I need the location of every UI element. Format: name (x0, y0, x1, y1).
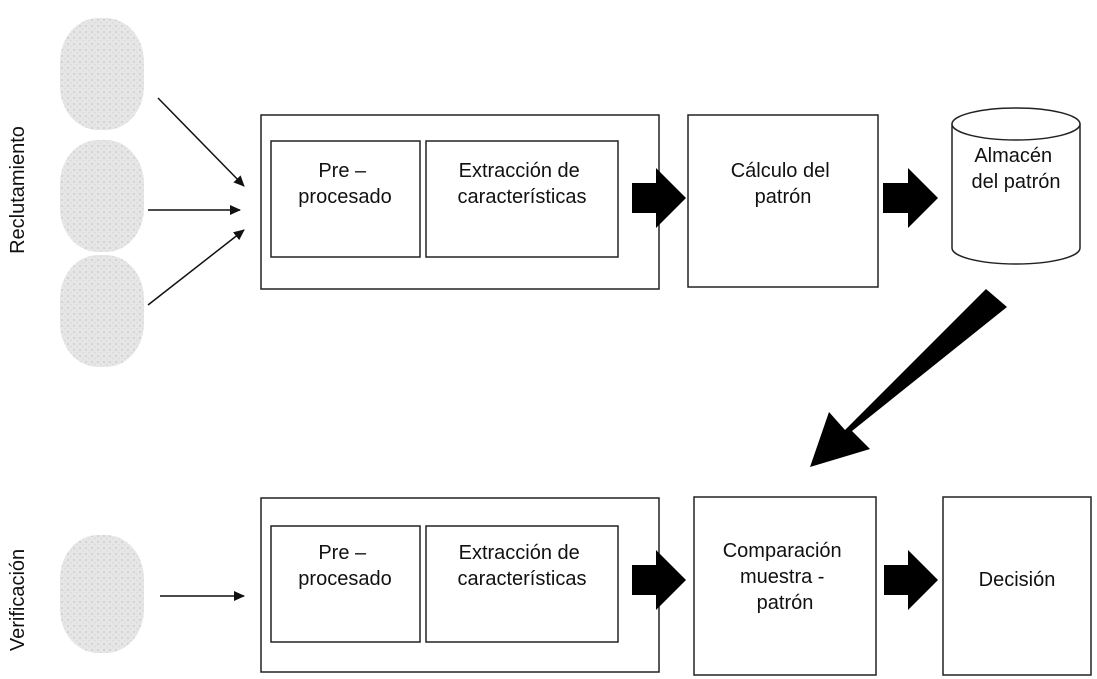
pattern-store-cylinder (951, 107, 1081, 265)
calc-pattern-label: Cálculo del patrón (731, 160, 836, 208)
side-label-verificacion: Verificación (7, 549, 29, 651)
side-label-reclutamiento: Reclutamiento (7, 126, 29, 254)
block-arrow-icon (810, 289, 1007, 467)
bottom-preprocess-box (270, 525, 421, 643)
bottom-extract-label: Extracción de características (458, 542, 587, 590)
thin-arrow-icon (157, 97, 245, 187)
block-arrow-icon (884, 550, 938, 610)
top-extract-box (425, 140, 619, 258)
block-arrow-icon (883, 168, 938, 228)
fingerprint-icon (60, 535, 144, 653)
bottom-preprocess-label: Pre – procesado (298, 542, 391, 590)
compare-label: Comparación muestra - patrón (723, 540, 848, 614)
compare-box (693, 496, 877, 676)
top-extract-label: Extracción de características (458, 160, 587, 208)
decision-box (942, 496, 1092, 676)
top-preprocess-box (270, 140, 421, 258)
block-arrow-icon (632, 550, 686, 610)
block-arrow-icon (632, 168, 686, 228)
fingerprint-icon (60, 140, 144, 252)
decision-label: Decisión (979, 569, 1056, 591)
fingerprint-icon (60, 255, 144, 367)
top-preprocess-label: Pre – procesado (298, 160, 391, 208)
thin-arrow-icon (147, 229, 245, 306)
pattern-store-label: Almacén del patrón (972, 145, 1061, 193)
bottom-extract-box (425, 525, 619, 643)
fingerprint-icon (60, 18, 144, 130)
calc-pattern-box (687, 114, 879, 288)
